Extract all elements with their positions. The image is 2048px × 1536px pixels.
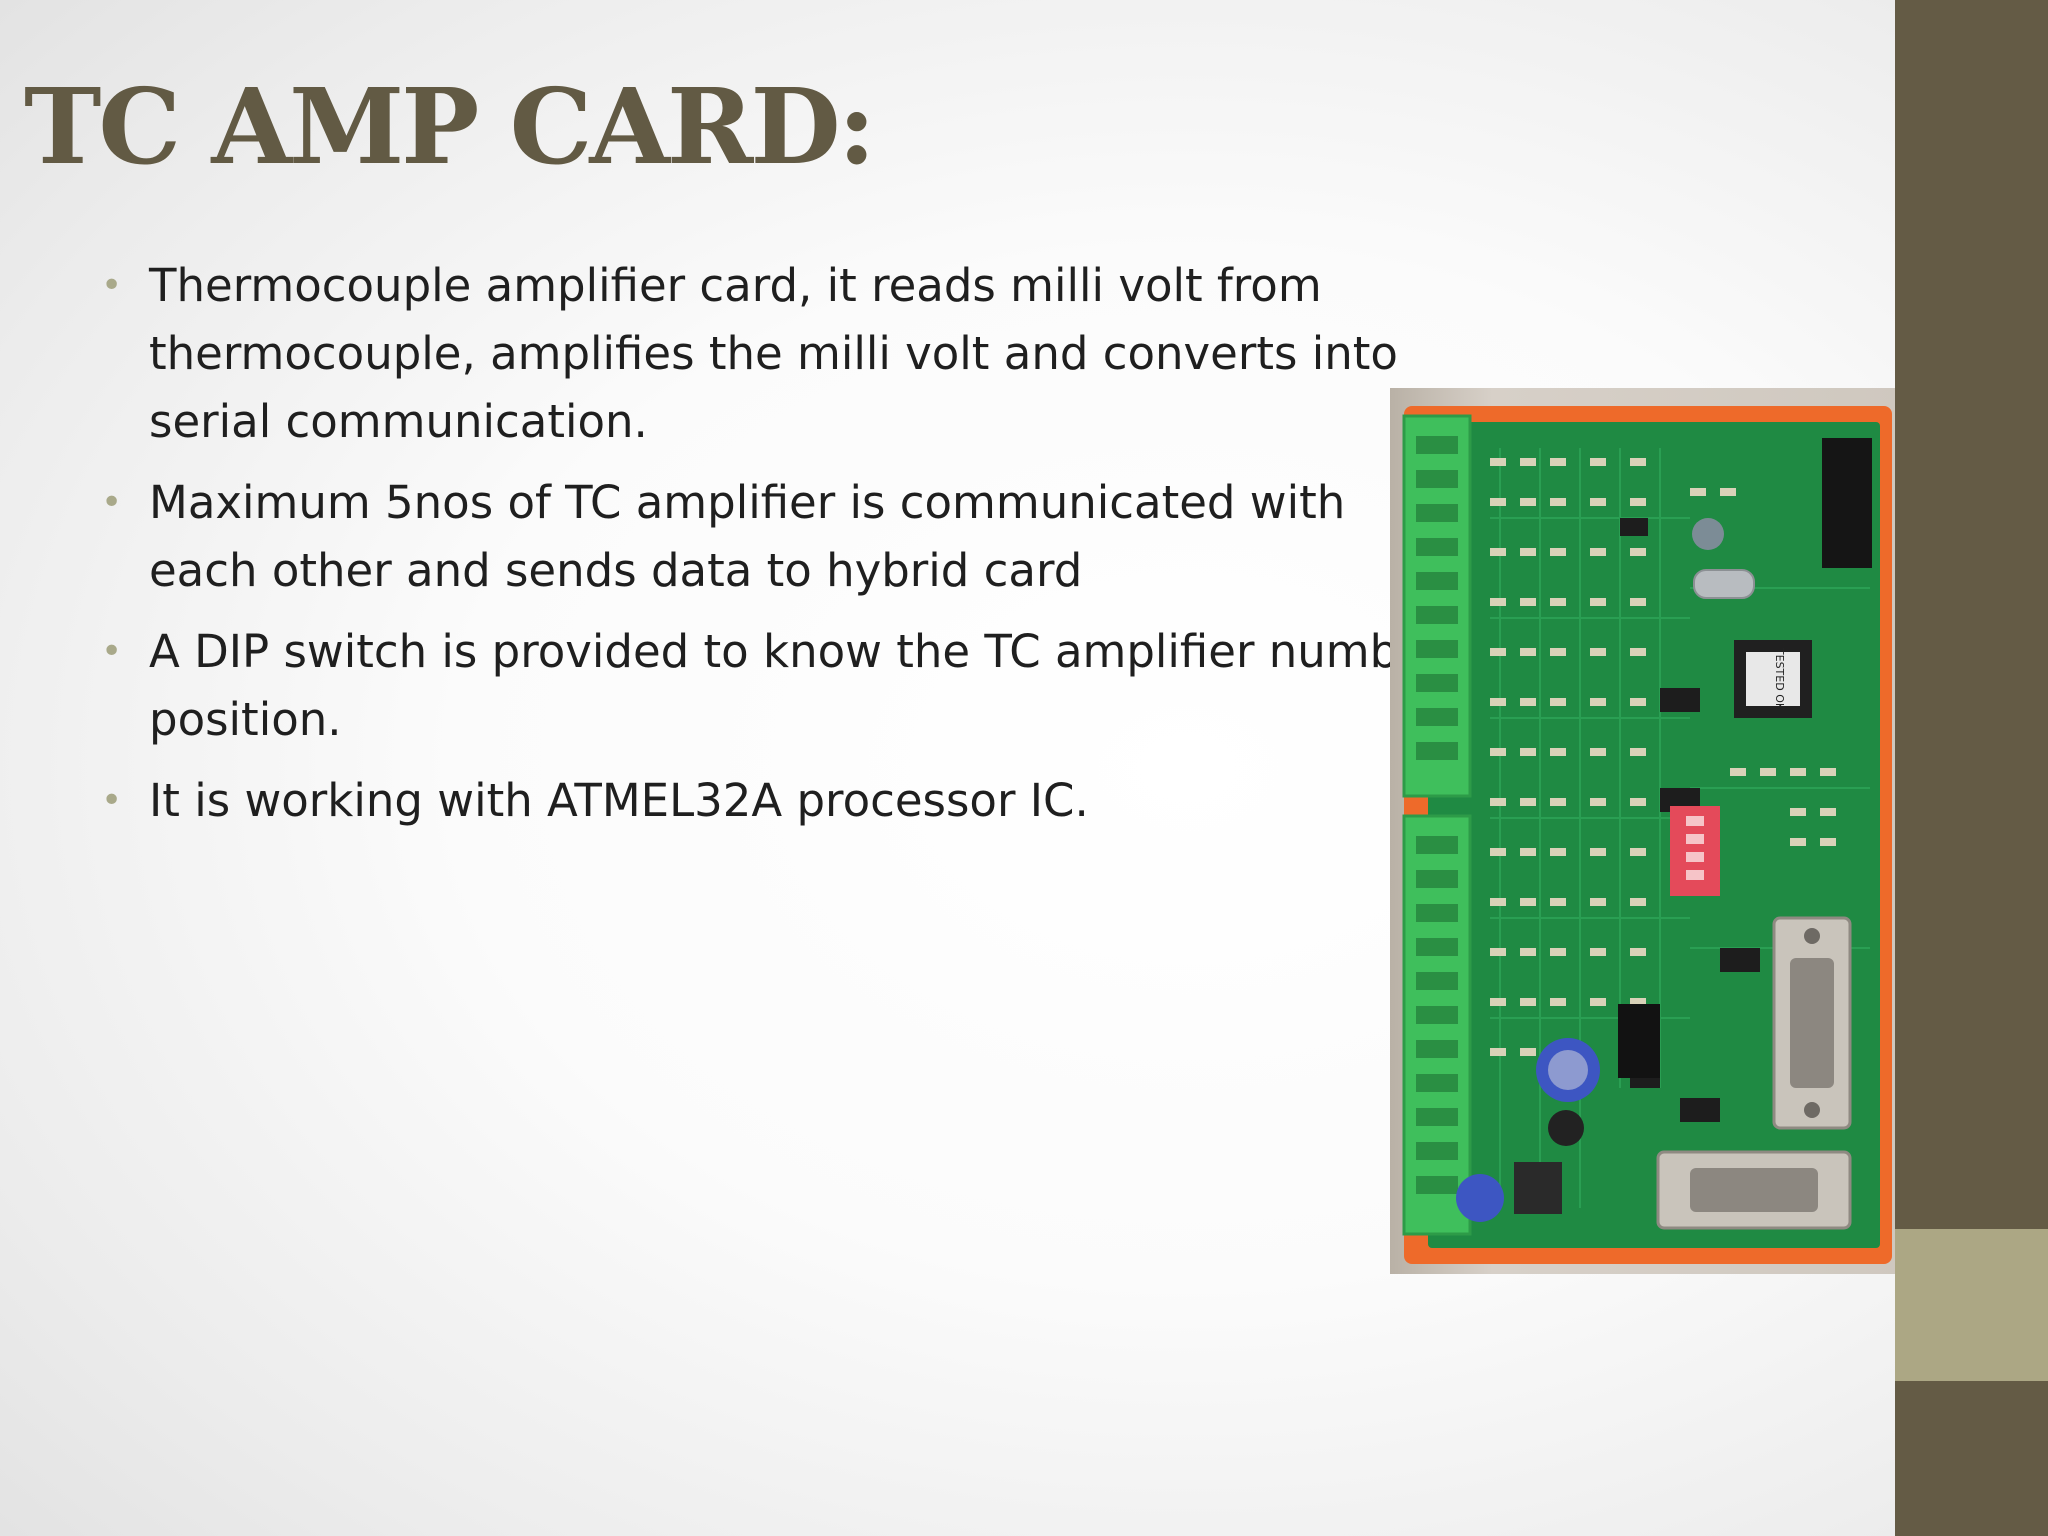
- bullet-text: It is working with ATMEL32A processor IC…: [149, 774, 1089, 827]
- capacitor-top: [1548, 1050, 1588, 1090]
- tested-sticker-label: TESTED OK: [1773, 647, 1786, 711]
- relay: [1618, 1004, 1660, 1078]
- bullet-item: • Maximum 5nos of TC amplifier is commun…: [95, 469, 1455, 605]
- db9-right-screw: [1804, 1102, 1820, 1118]
- capacitor-bottom: [1456, 1174, 1504, 1222]
- bullet-dot-icon: •: [101, 265, 123, 306]
- bullet-item: • A DIP switch is provided to know the T…: [95, 618, 1455, 754]
- terminal-screws: [1416, 436, 1458, 1194]
- bullet-text: Thermocouple amplifier card, it reads mi…: [149, 259, 1398, 448]
- db9-right-socket: [1790, 958, 1834, 1088]
- db9-right-screw: [1804, 928, 1820, 944]
- pin-header: [1822, 438, 1872, 568]
- bullet-item: • It is working with ATMEL32A processor …: [95, 767, 1455, 835]
- bullet-text: A DIP switch is provided to know the TC …: [149, 625, 1445, 746]
- dip-switch-levers: [1686, 816, 1704, 880]
- bullet-dot-icon: •: [101, 482, 123, 523]
- tested-sticker: [1746, 652, 1800, 706]
- bullet-text: Maximum 5nos of TC amplifier is communic…: [149, 476, 1346, 597]
- bullet-dot-icon: •: [101, 631, 123, 672]
- crystal-oscillator: [1693, 569, 1755, 599]
- bullet-item: • Thermocouple amplifier card, it reads …: [95, 252, 1455, 456]
- pcb-illustration: TESTED OK: [1402, 406, 1892, 1264]
- capacitor-small: [1548, 1110, 1584, 1146]
- voltage-regulator: [1514, 1162, 1562, 1214]
- side-accent-block: [1895, 1229, 2048, 1381]
- pcb-photo: TESTED OK: [1390, 388, 1902, 1274]
- smd-components: [1490, 458, 1836, 1056]
- slide-title: TC AMP CARD:: [24, 65, 876, 188]
- db9-bottom-socket: [1690, 1168, 1818, 1212]
- bullet-list: • Thermocouple amplifier card, it reads …: [95, 252, 1455, 848]
- bullet-dot-icon: •: [101, 780, 123, 821]
- round-component: [1692, 518, 1724, 550]
